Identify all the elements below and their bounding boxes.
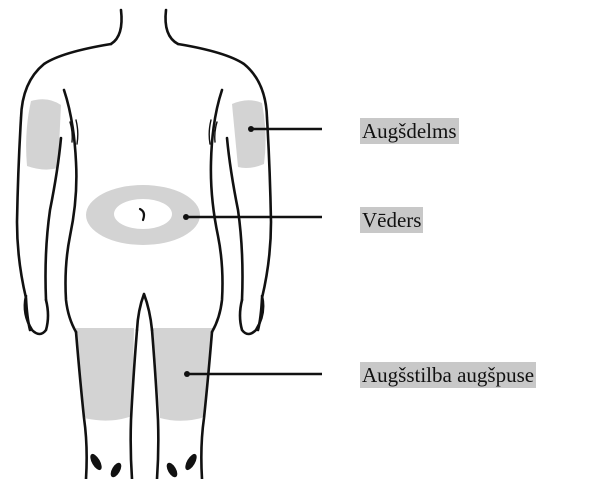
knees: [88, 452, 199, 479]
knee-left-outer: [88, 452, 104, 472]
label-upper-arm: Augšdelms: [360, 118, 459, 144]
navel: [140, 209, 144, 220]
torso-left: [64, 90, 76, 332]
crotch: [137, 294, 152, 330]
knee-right-outer: [165, 461, 180, 479]
label-thigh: Augšstilba augšpuse: [360, 362, 536, 388]
knee-right-inner: [183, 452, 199, 472]
knee-left-inner: [109, 461, 124, 479]
zone-upper-arm-left: [26, 99, 61, 169]
zone-thigh-left: [76, 328, 134, 421]
arm-left-outer: [17, 44, 111, 330]
arm-right-outer: [178, 44, 271, 330]
label-abdomen: Vēders: [360, 207, 423, 233]
neck-left: [111, 10, 122, 44]
torso-right: [211, 90, 223, 332]
injection-zones: [26, 99, 266, 421]
zone-upper-arm-right: [232, 100, 266, 168]
neck-right: [166, 10, 179, 44]
